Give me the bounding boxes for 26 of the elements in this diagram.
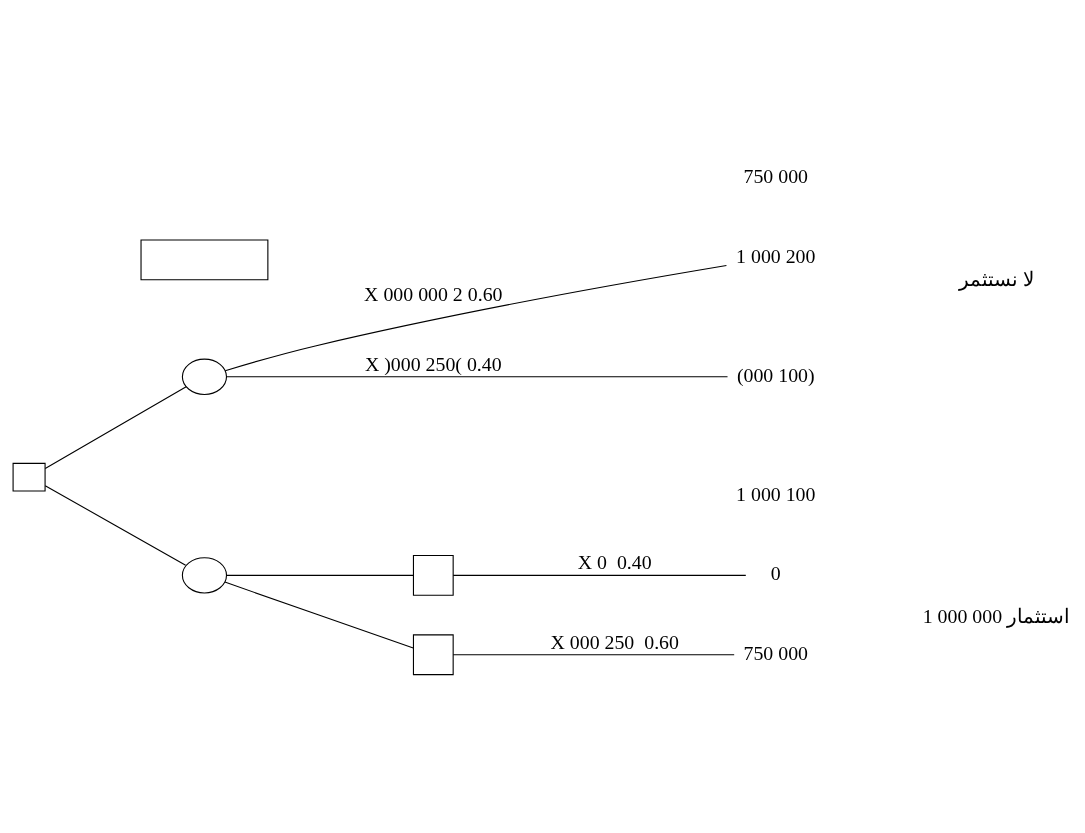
node-box: [140, 239, 269, 281]
node-circle: [181, 358, 228, 395]
node-circle: [181, 557, 228, 594]
connector: [224, 581, 414, 649]
node-text: 1 000 200: [736, 244, 816, 267]
node-text: (000 100): [736, 363, 815, 386]
edge-label: X )000 250( 0.40: [364, 352, 502, 375]
node-box: [412, 634, 454, 676]
connector: [44, 485, 187, 566]
label: 1 000 000 استثمار: [922, 605, 1071, 628]
connector: [226, 376, 729, 378]
connector: [452, 574, 747, 576]
connector: [44, 386, 187, 469]
connector: [226, 574, 414, 576]
edge-label: X 0 0.40: [577, 551, 652, 574]
node-box: [412, 554, 454, 596]
label: 750 000: [743, 165, 809, 188]
node-text: 750 000: [743, 641, 809, 664]
node-box: [12, 462, 46, 492]
node-text: 0: [770, 562, 781, 585]
label: 1 000 100: [736, 482, 816, 505]
connector: [224, 265, 727, 372]
connector: [452, 654, 735, 656]
edge-label: X 000 250 0.60: [550, 630, 679, 653]
label: لا نستثمر: [958, 267, 1034, 290]
edge-label: X 000 000 2 0.60: [364, 283, 503, 306]
